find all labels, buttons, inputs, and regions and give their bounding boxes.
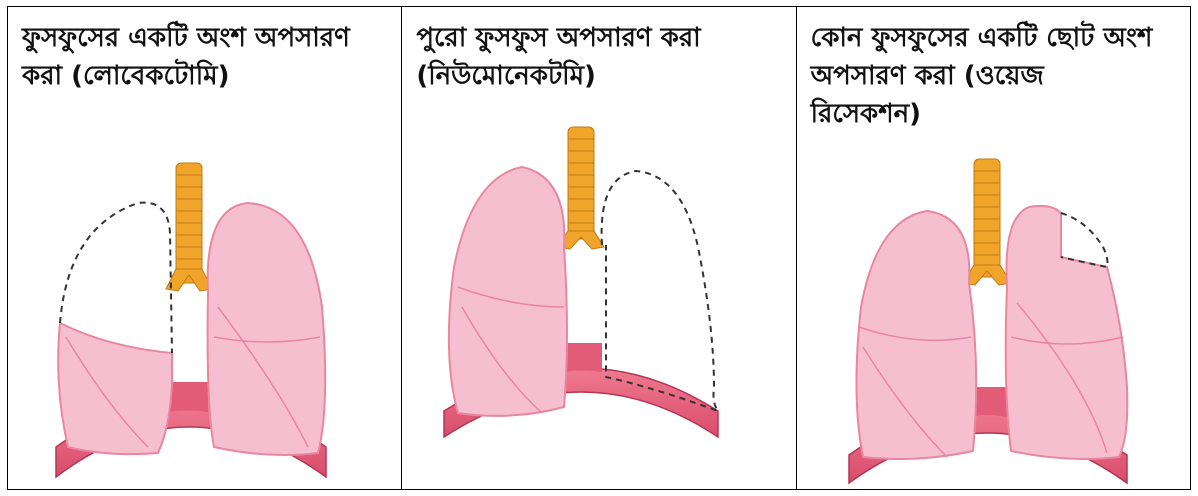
trachea bbox=[166, 163, 212, 291]
right-lung bbox=[1005, 206, 1127, 459]
left-lung-lower-lobe bbox=[58, 323, 172, 454]
right-lung bbox=[208, 203, 326, 455]
panel-lobectomy: ফুসফুসের একটি অংশ অপসারণ করা (লোবেকটোমি) bbox=[8, 7, 402, 489]
lungs-wedge-resection-illustration bbox=[797, 7, 1190, 489]
left-lung bbox=[449, 167, 567, 416]
lungs-lobectomy-illustration bbox=[8, 7, 386, 489]
lungs-pneumonectomy-illustration bbox=[402, 7, 796, 489]
panel-pneumonectomy: পুরো ফুসফুস অপসারণ করা (নিউমোনেকটমি) bbox=[402, 7, 796, 489]
diaphragm-central bbox=[564, 343, 602, 372]
trachea bbox=[963, 159, 1011, 285]
diaphragm-central bbox=[168, 382, 208, 412]
diagram-grid: ফুসফুসের একটি অংশ অপসারণ করা (লোবেকটোমি) bbox=[7, 6, 1191, 490]
panel-wedge-resection: কোন ফুসফুসের একটি ছোট অংশ অপসারণ করা (ওয… bbox=[797, 7, 1190, 489]
